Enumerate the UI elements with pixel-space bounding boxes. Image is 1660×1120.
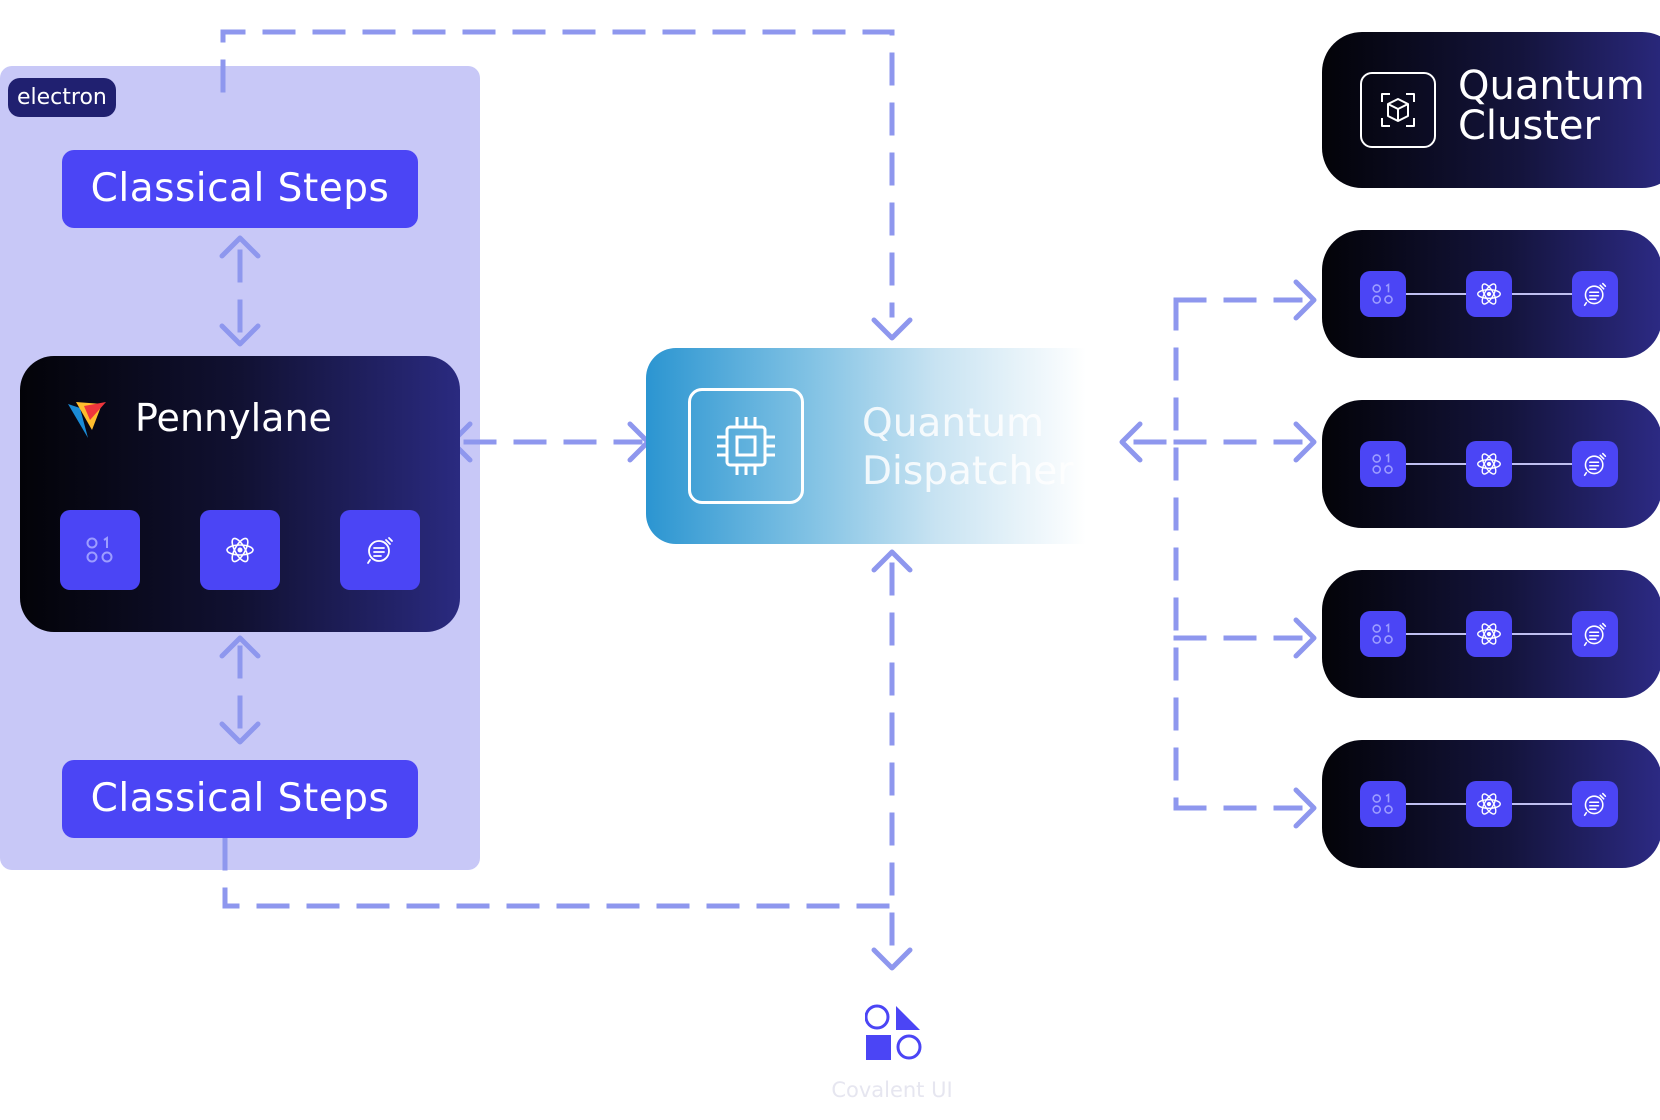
arrowhead-step1-up: [219, 235, 261, 259]
arrowhead-node-4: [1293, 787, 1317, 829]
atom-icon: [1477, 793, 1501, 815]
arrowhead-pennylane-down: [219, 635, 261, 659]
node-connector-line: [1406, 803, 1618, 805]
classical-steps-bottom[interactable]: Classical Steps: [62, 760, 418, 838]
arrowhead-step2-down: [219, 721, 261, 745]
cluster-node-2[interactable]: [1322, 400, 1660, 528]
pennylane-tile-atom[interactable]: [200, 510, 280, 590]
dispatcher-icon-frame: [688, 388, 804, 504]
node-tile-atom: [1466, 781, 1512, 827]
cluster-icon-frame: [1360, 72, 1436, 148]
node-tile-binary: [1360, 441, 1406, 487]
arrowhead-dispatcher-top: [871, 317, 913, 341]
pennylane-tile-measure[interactable]: [340, 510, 420, 590]
cluster-node-4[interactable]: [1322, 740, 1660, 868]
arrowhead-node-1: [1293, 279, 1317, 321]
node-tile-measure: [1572, 441, 1618, 487]
node-tile-atom: [1466, 441, 1512, 487]
pennylane-tile-binary[interactable]: [60, 510, 140, 590]
atom-icon: [1477, 623, 1501, 645]
pennylane-title: Pennylane: [135, 396, 332, 440]
electron-tag: electron: [8, 78, 116, 117]
cluster-node-3[interactable]: [1322, 570, 1660, 698]
quantum-cluster-title-line1: Quantum: [1458, 63, 1645, 109]
atom-icon: [1477, 283, 1501, 305]
measure-icon: [1583, 622, 1607, 647]
node-tile-binary: [1360, 781, 1406, 827]
arrowhead-node-3: [1293, 617, 1317, 659]
dashed-path-bottom-loop: [222, 837, 895, 909]
classical-steps-top[interactable]: Classical Steps: [62, 150, 418, 228]
node-connector-line: [1406, 633, 1618, 635]
measure-icon: [367, 537, 393, 564]
quantum-dispatcher-card[interactable]: Quantum Dispatcher: [646, 348, 1114, 544]
node-tile-measure: [1572, 781, 1618, 827]
node-connector-line: [1406, 293, 1618, 295]
pennylane-logo: [68, 402, 106, 438]
measure-icon: [1583, 452, 1607, 477]
covalent-ui-label: Covalent UI: [831, 1078, 953, 1102]
cpu-chip-icon: [717, 417, 775, 475]
atom-icon: [226, 537, 254, 563]
node-tile-binary: [1360, 611, 1406, 657]
arrowhead-pennylane-up: [219, 323, 261, 347]
binary-icon: [86, 536, 113, 563]
binary-icon: [1372, 793, 1393, 814]
measure-icon: [1583, 282, 1607, 307]
node-tile-atom: [1466, 271, 1512, 317]
cube-scan-icon: [1381, 93, 1415, 127]
arrowhead-dispatcher-right: [1119, 421, 1143, 463]
covalent-logo: [865, 1004, 922, 1060]
node-tile-measure: [1572, 271, 1618, 317]
node-connector-line: [1406, 463, 1618, 465]
quantum-cluster-header[interactable]: Quantum Cluster: [1322, 32, 1660, 188]
measure-icon: [1583, 792, 1607, 817]
dispatcher-label-line2: Dispatcher: [862, 449, 1074, 494]
dispatcher-label: Quantum Dispatcher: [862, 400, 1073, 496]
node-tile-atom: [1466, 611, 1512, 657]
dispatcher-label-line1: Quantum: [862, 401, 1045, 446]
pennylane-card[interactable]: Pennylane: [20, 356, 460, 632]
binary-icon: [1372, 283, 1393, 304]
node-tile-measure: [1572, 611, 1618, 657]
arrowhead-node-2: [1293, 421, 1317, 463]
arrowhead-dispatcher-bottom: [871, 549, 913, 573]
atom-icon: [1477, 453, 1501, 475]
dashed-path-top-loop: [220, 29, 895, 318]
cluster-node-1[interactable]: [1322, 230, 1660, 358]
node-tile-binary: [1360, 271, 1406, 317]
quantum-cluster-title: Quantum Cluster: [1458, 66, 1645, 146]
arrowhead-covalent-down: [871, 947, 913, 971]
binary-icon: [1372, 453, 1393, 474]
quantum-cluster-title-line2: Cluster: [1458, 103, 1600, 149]
binary-icon: [1372, 623, 1393, 644]
